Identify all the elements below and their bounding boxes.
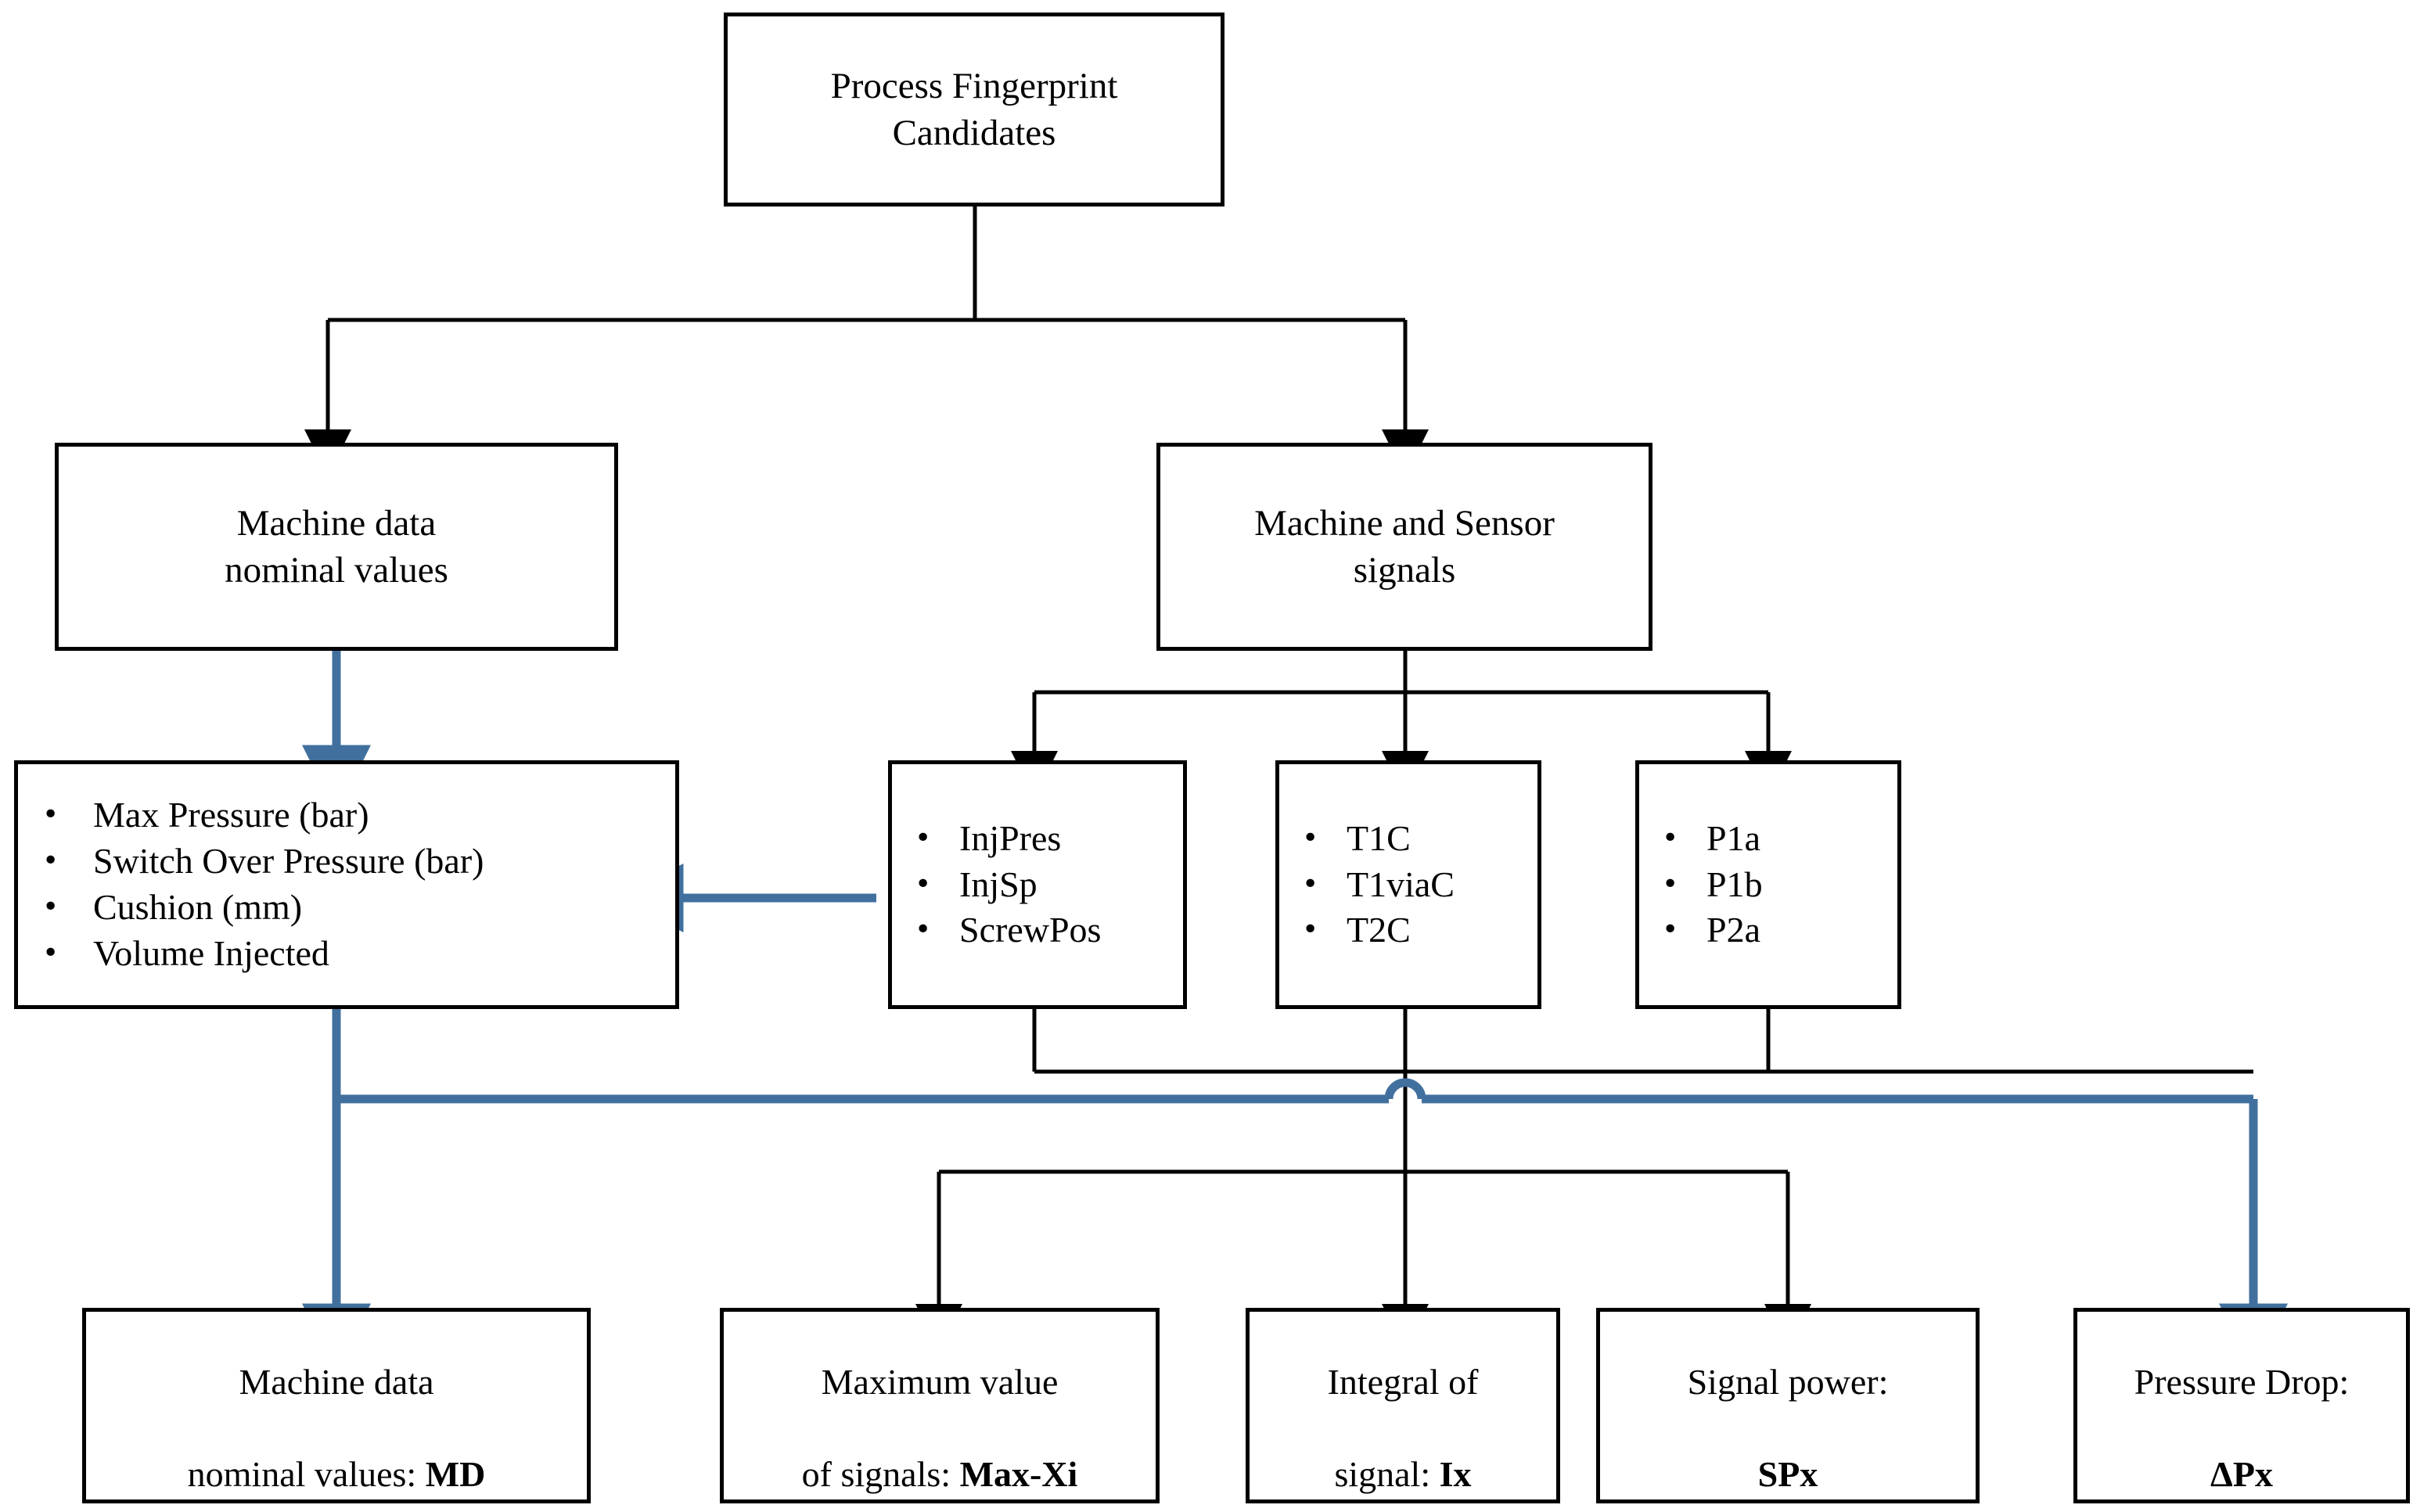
output-line-1: Signal power: [1687,1362,1889,1402]
output-line-1: Pressure Drop: [2134,1362,2350,1402]
list-item: InjSp [892,862,1183,908]
node-machine-data-parameters[interactable]: Max Pressure (bar) Switch Over Pressure … [14,760,679,1009]
output-line-2-plain: signal: [1334,1453,1440,1494]
node-machine-data-nominal-values[interactable]: Machine data nominal values [55,443,618,651]
bullet-list: P1a P1b P2a [1639,764,1897,1005]
black-connectors [304,207,2253,1351]
node-label: Process Fingerprint Candidates [830,65,1118,153]
node-injection-signals[interactable]: InjPres InjSp ScrewPos [888,760,1187,1009]
output-line-2-plain: nominal values: [187,1453,426,1494]
node-machine-and-sensor-signals[interactable]: Machine and Sensor signals [1156,443,1652,651]
node-output-pressure-drop-dpx[interactable]: Pressure Drop: ΔPx [2073,1308,2410,1503]
output-line-1: Integral of [1327,1362,1479,1402]
list-item: P2a [1639,907,1897,954]
list-item: ScrewPos [892,907,1183,954]
output-line-2-bold: Ix [1439,1453,1472,1494]
output-line-2-bold: SPx [1757,1453,1818,1494]
node-label: Machine and Sensor signals [1254,502,1555,591]
list-item: InjPres [892,816,1183,862]
bullet-list: T1C T1viaC T2C [1279,764,1537,1005]
output-line-2-bold: ΔPx [2210,1453,2273,1494]
node-process-fingerprint-candidates[interactable]: Process Fingerprint Candidates [724,13,1224,207]
bullet-list: Max Pressure (bar) Switch Over Pressure … [18,764,675,1005]
output-line-1: Machine data [239,1362,434,1402]
node-label: Machine data nominal values [225,502,448,591]
node-label: Machine data nominal values: MD [86,1313,587,1498]
node-label: Pressure Drop: ΔPx [2077,1313,2406,1498]
output-line-2-plain: of signals: [801,1453,960,1494]
list-item: P1b [1639,862,1897,908]
node-label: Integral of signal: Ix [1250,1313,1556,1498]
node-output-maximum-value-maxxi[interactable]: Maximum value of signals: Max-Xi [720,1308,1160,1503]
node-pressure-signals[interactable]: P1a P1b P2a [1635,760,1901,1009]
list-item: Volume Injected [18,931,675,977]
node-output-signal-power-spx[interactable]: Signal power: SPx [1596,1308,1980,1503]
list-item: T2C [1279,907,1537,954]
node-label: Signal power: SPx [1600,1313,1976,1498]
bullet-list: InjPres InjSp ScrewPos [892,764,1183,1005]
node-output-machine-data-md[interactable]: Machine data nominal values: MD [82,1308,591,1503]
list-item: Max Pressure (bar) [18,792,675,839]
output-line-2-bold: Max-Xi [959,1453,1078,1494]
list-item: Cushion (mm) [18,885,675,931]
list-item: T1C [1279,816,1537,862]
list-item: P1a [1639,816,1897,862]
output-line-2-bold: MD [425,1453,486,1494]
node-temperature-signals[interactable]: T1C T1viaC T2C [1275,760,1541,1009]
node-output-integral-ix[interactable]: Integral of signal: Ix [1246,1308,1560,1503]
output-line-1: Maximum value [821,1362,1059,1402]
node-label: Maximum value of signals: Max-Xi [724,1313,1156,1498]
list-item: T1viaC [1279,862,1537,908]
list-item: Switch Over Pressure (bar) [18,839,675,885]
